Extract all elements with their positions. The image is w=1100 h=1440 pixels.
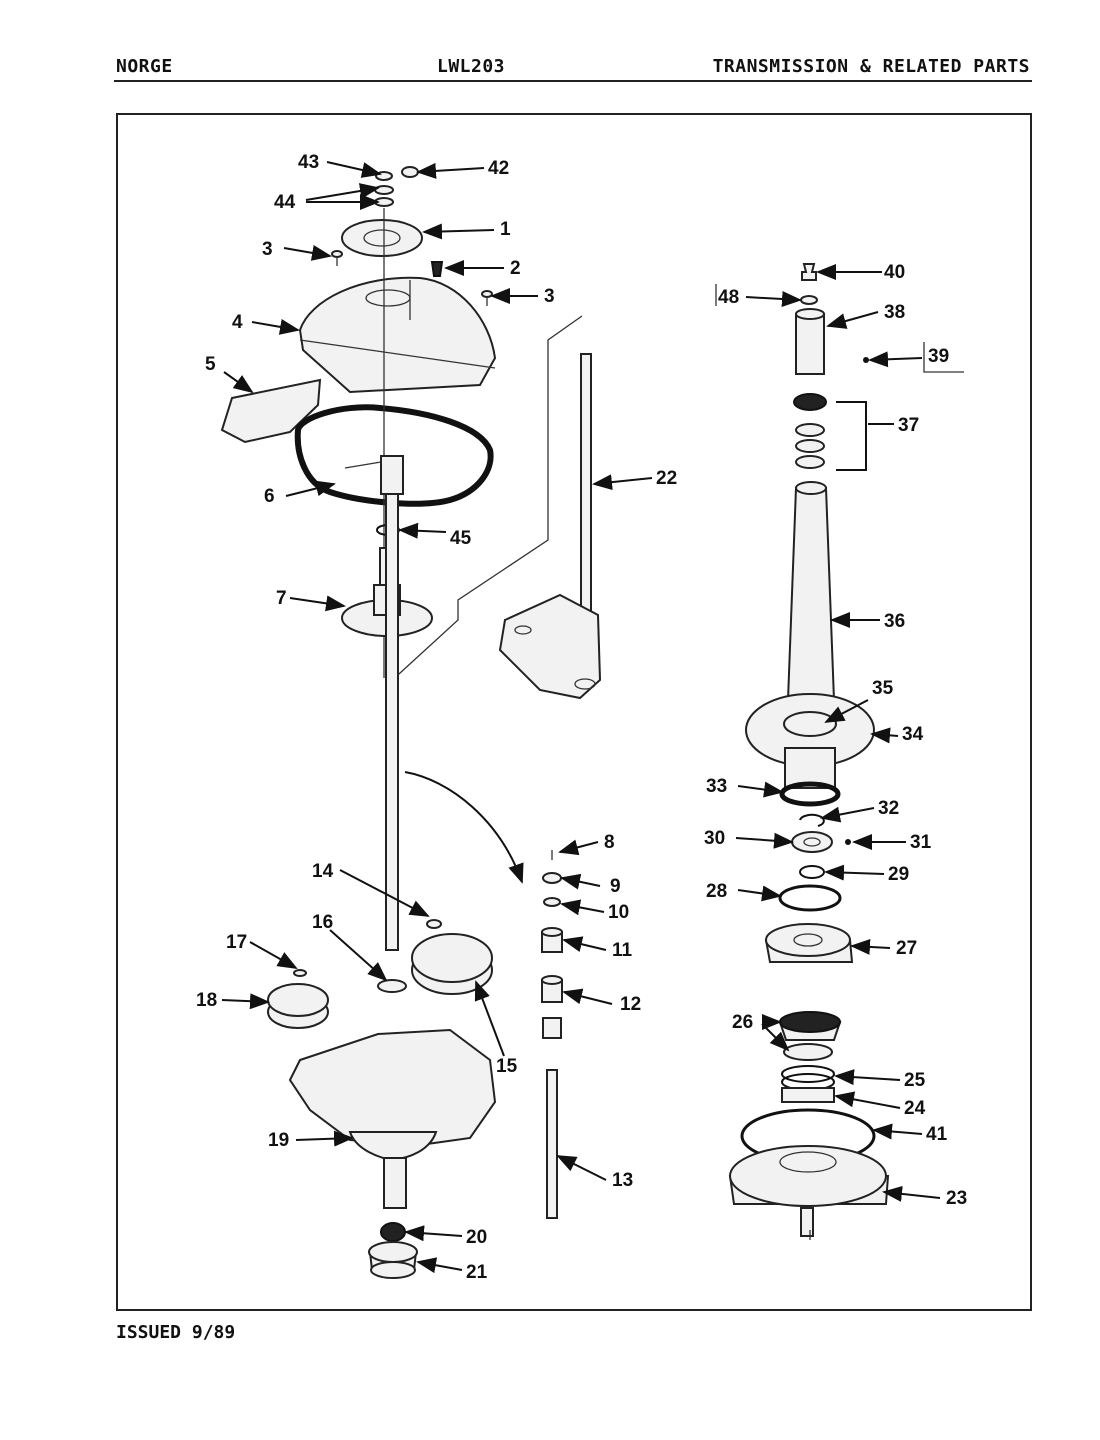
part-32-clip <box>799 813 825 827</box>
callout-10: 10 <box>608 902 629 923</box>
part-27-housing <box>764 923 854 963</box>
part-26-seal-assembly <box>778 1011 842 1061</box>
callout-20: 20 <box>466 1227 487 1248</box>
callout-19: 19 <box>268 1130 289 1151</box>
part-13-shaft <box>546 1069 558 1219</box>
callout-29: 29 <box>888 864 909 885</box>
callout-40: 40 <box>884 262 905 283</box>
part-20-spring <box>380 1222 406 1242</box>
callout-7: 7 <box>276 588 287 609</box>
callout-26: 26 <box>732 1012 753 1033</box>
part-11-gear <box>541 927 563 953</box>
callout-36: 36 <box>884 611 905 632</box>
header-section-title: TRANSMISSION & RELATED PARTS <box>712 56 1030 77</box>
part-24-bearing <box>781 1087 835 1103</box>
callout-38: 38 <box>884 302 905 323</box>
callout-labels: 1 2 3 3 4 5 6 7 8 9 10 11 12 13 14 15 16… <box>196 152 967 1283</box>
part-38-spline-bushing <box>795 308 825 375</box>
part-9-washer <box>542 872 562 884</box>
callout-23: 23 <box>946 1188 967 1209</box>
issued-date: ISSUED 9/89 <box>116 1322 236 1343</box>
callout-33: 33 <box>706 776 727 797</box>
part-10-washer <box>543 897 561 907</box>
callout-34: 34 <box>902 724 924 745</box>
part-39-pin <box>863 357 869 363</box>
header-brand: NORGE <box>116 56 173 77</box>
part-14-washer <box>426 919 442 929</box>
callout-24: 24 <box>904 1098 926 1119</box>
part-21-clutch <box>368 1241 418 1279</box>
callout-21: 21 <box>466 1262 488 1283</box>
transfer-arrow <box>404 771 524 884</box>
part-29-ring <box>799 865 825 879</box>
callout-16: 16 <box>312 912 333 933</box>
callout-12: 12 <box>620 994 641 1015</box>
part-36-agitator-tube <box>786 481 836 701</box>
part-31-ball <box>845 839 851 845</box>
leader-lines <box>221 161 941 1274</box>
callout-37: 37 <box>898 415 919 436</box>
diagram-frame <box>116 113 1032 1311</box>
callout-6: 6 <box>264 486 275 507</box>
part-42-cap <box>401 166 419 178</box>
callout-17: 17 <box>226 932 247 953</box>
callout-48: 48 <box>718 287 739 308</box>
callout-45: 45 <box>450 528 472 549</box>
part-2-plug <box>430 261 444 277</box>
callout-35: 35 <box>872 678 894 699</box>
callout-27: 27 <box>896 938 917 959</box>
part-16-washer <box>377 979 407 993</box>
part-18-pinion-gear <box>267 983 329 1029</box>
part-30-bearing <box>791 831 833 853</box>
callout-31: 31 <box>910 832 932 853</box>
part-48-washer <box>800 295 818 305</box>
callout-3b: 3 <box>544 286 555 307</box>
callout-43: 43 <box>298 152 319 173</box>
part-23-base <box>728 1145 890 1237</box>
callout-4: 4 <box>232 312 243 333</box>
callout-42: 42 <box>488 158 509 179</box>
callout-15: 15 <box>496 1056 518 1077</box>
callout-18: 18 <box>196 990 217 1011</box>
part-25-spring <box>781 1065 835 1091</box>
callout-14: 14 <box>312 861 334 882</box>
callout-2: 2 <box>510 258 521 279</box>
part-28-o-ring <box>778 884 842 912</box>
part-19-center-shaft <box>344 455 404 951</box>
part-17-washer <box>293 969 307 977</box>
header-rule <box>114 80 1032 82</box>
header-model: LWL203 <box>437 56 506 77</box>
part-19-gear-case <box>288 1028 497 1209</box>
right-bracket-39 <box>923 342 964 373</box>
callout-1: 1 <box>500 219 511 240</box>
part-1-seal-plate <box>341 219 423 257</box>
callout-8: 8 <box>604 832 615 853</box>
part-15-drive-gear <box>411 933 493 995</box>
callout-41: 41 <box>926 1124 948 1145</box>
part-5-insulation <box>220 378 322 444</box>
callout-32: 32 <box>878 798 899 819</box>
callout-22: 22 <box>656 468 677 489</box>
part-22-agitator-shaft-assembly <box>498 353 602 700</box>
part-33-seal <box>779 747 841 807</box>
callout-25: 25 <box>904 1070 926 1091</box>
callout-5: 5 <box>205 354 216 375</box>
part-4-gear-case-cover <box>298 276 497 394</box>
part-12-bushing <box>541 975 563 1039</box>
callout-30: 30 <box>704 828 725 849</box>
callout-3: 3 <box>262 239 273 260</box>
callout-13: 13 <box>612 1170 633 1191</box>
callout-11: 11 <box>612 940 633 961</box>
part-40-nut <box>801 263 817 281</box>
callout-44: 44 <box>274 192 296 213</box>
part-37-seal-kit <box>793 393 867 471</box>
callout-39: 39 <box>928 346 949 367</box>
callout-28: 28 <box>706 881 727 902</box>
callout-9: 9 <box>610 876 621 897</box>
